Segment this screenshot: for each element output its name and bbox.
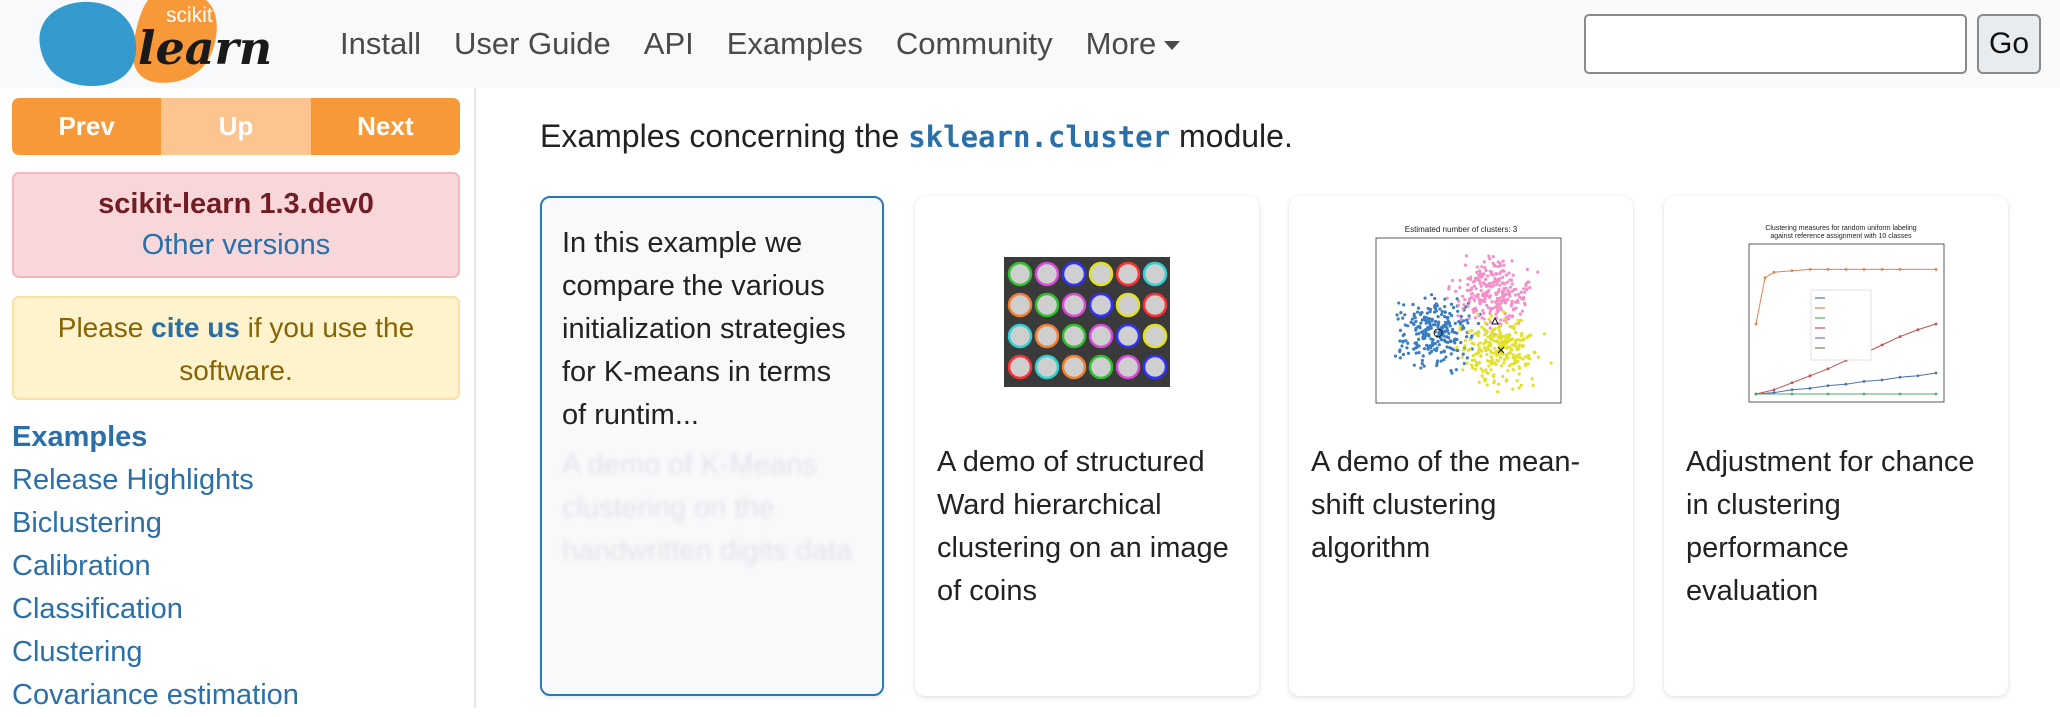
sidebar-item-biclustering[interactable]: Biclustering [12, 507, 162, 539]
example-card-kmeans-digits[interactable]: In this example we compare the various i… [540, 196, 884, 696]
svg-text:scikit: scikit [166, 4, 213, 27]
version-title: scikit-learn 1.3.dev0 [98, 188, 374, 220]
next-button[interactable]: Next [310, 98, 460, 155]
sidebar: Prev Up Next scikit-learn 1.3.dev0 Other… [0, 88, 476, 711]
cite-box: Please cite us if you use the software. [12, 296, 460, 400]
svg-text:Clustering measures for random: Clustering measures for random uniform l… [1765, 225, 1916, 232]
caret-down-icon [1164, 40, 1181, 50]
example-card-mean-shift[interactable]: Estimated number of clusters: 3 A demo o… [1289, 196, 1633, 696]
cite-text-pre: Please [57, 312, 152, 343]
nav-user-guide[interactable]: User Guide [453, 26, 611, 61]
intro-text-post: module. [1170, 118, 1293, 154]
card-title: A demo of structured Ward hierarchical c… [937, 446, 1229, 607]
example-card-adjustment-chance[interactable]: Clustering measures for random uniform l… [1664, 196, 2008, 696]
svg-text:learn: learn [138, 21, 272, 75]
cite-us-link[interactable]: cite us [151, 312, 240, 343]
card-title: Adjustment for chance in clustering perf… [1686, 446, 1975, 607]
nav-community[interactable]: Community [895, 26, 1053, 61]
sidebar-item-release-highlights[interactable]: Release Highlights [12, 464, 254, 496]
sidebar-item-clustering[interactable]: Clustering [12, 636, 143, 668]
card-title: A demo of the mean-shift clustering algo… [1311, 446, 1581, 564]
mean-shift-thumbnail-plot: Estimated number of clusters: 3 [1375, 225, 1562, 404]
sidebar-item-classification[interactable]: Classification [12, 593, 183, 625]
nav-more-label: More [1085, 26, 1157, 61]
module-code-link[interactable]: sklearn.cluster [908, 120, 1171, 154]
card-title-faded: A demo of K-Means clustering on the hand… [562, 449, 853, 567]
intro-text-pre: Examples concerning the [540, 118, 909, 154]
search-input[interactable] [1584, 14, 1967, 74]
cite-text-post: if you use the software. [179, 312, 415, 386]
svg-text:against reference assignment w: against reference assignment with 10 cla… [1770, 233, 1912, 240]
other-versions-link[interactable]: Other versions [141, 229, 331, 261]
coins-thumbnail-image [1004, 257, 1170, 387]
nav-api[interactable]: API [643, 26, 694, 61]
go-button[interactable]: Go [1977, 14, 2041, 74]
nav-more-dropdown[interactable]: More [1086, 26, 1181, 62]
card-tooltip: In this example we compare the various i… [562, 227, 846, 431]
scikit-learn-logo[interactable]: scikit learn [28, 0, 298, 88]
section-intro: Examples concerning the sklearn.cluster … [540, 118, 1293, 155]
sidebar-item-calibration[interactable]: Calibration [12, 550, 151, 582]
nav-examples[interactable]: Examples [726, 26, 863, 61]
nav-install[interactable]: Install [340, 26, 421, 61]
pager-nav: Prev Up Next [12, 98, 460, 155]
version-box: scikit-learn 1.3.dev0 Other versions [12, 172, 460, 278]
card-thumbnail [915, 222, 1259, 422]
svg-text:Estimated number of clusters:: Estimated number of clusters: 3 [1405, 225, 1518, 234]
sidebar-nav: Examples Release Highlights Biclustering… [12, 416, 299, 717]
sidebar-item-examples[interactable]: Examples [12, 421, 148, 453]
card-thumbnail: Clustering measures for random uniform l… [1664, 222, 2008, 422]
prev-button[interactable]: Prev [12, 98, 162, 155]
top-navbar: scikit learn Install User Guide API Exam… [0, 0, 2060, 88]
adjustment-chance-thumbnail-plot: Clustering measures for random uniform l… [1748, 225, 1945, 403]
card-thumbnail: Estimated number of clusters: 3 [1289, 222, 1633, 422]
sidebar-item-covariance-estimation[interactable]: Covariance estimation [12, 679, 299, 711]
example-card-coins-ward[interactable]: A demo of structured Ward hierarchical c… [915, 196, 1259, 696]
up-button[interactable]: Up [161, 98, 311, 155]
